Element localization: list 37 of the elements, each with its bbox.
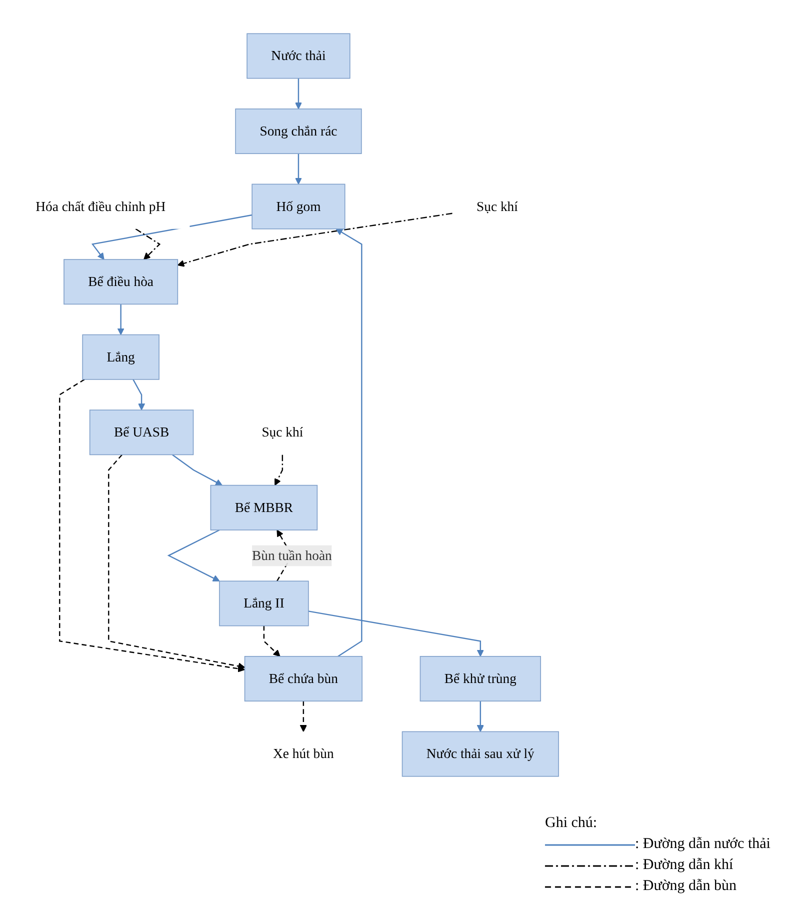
node-box: Bể khử trùng — [420, 656, 541, 702]
node-box: Song chắn rác — [235, 108, 362, 154]
arrow — [59, 378, 246, 672]
node-box: Hố gom — [252, 184, 346, 230]
node-box: Nước thải sau xử lý — [402, 731, 559, 777]
arrow — [336, 228, 362, 657]
node-box: Bể UASB — [89, 410, 194, 456]
legend-label: : Đường dẫn nước thải — [635, 836, 770, 853]
node-box: Lắng II — [219, 580, 309, 626]
arrow — [177, 212, 452, 267]
arrow — [294, 78, 302, 110]
node-text: Sục khí — [262, 424, 304, 440]
node-text: Sục khí — [476, 198, 518, 214]
legend-label: : Đường dẫn khí — [635, 857, 734, 874]
arrow — [300, 701, 307, 732]
arrow — [167, 529, 220, 582]
node-box: Bể điều hòa — [64, 259, 178, 305]
node-box: Bể chứa bùn — [244, 656, 362, 702]
arrow — [172, 454, 222, 486]
arrow — [308, 610, 484, 657]
arrow — [117, 304, 124, 336]
arrow — [108, 454, 246, 670]
arrow — [476, 701, 484, 732]
node-box: Lắng — [82, 334, 160, 380]
node-text: Xe hút bùn — [273, 746, 334, 762]
arrow — [263, 626, 280, 657]
arrow — [274, 454, 284, 486]
edge-label: Bùn tuần hoàn — [252, 548, 332, 563]
arrow — [135, 228, 161, 260]
node-text: Hóa chất điều chỉnh pH — [36, 198, 166, 214]
node-box: Bể MBBR — [210, 484, 318, 530]
arrow — [294, 154, 302, 185]
legend-heading: Ghi chú: — [545, 815, 598, 832]
arrow — [132, 379, 146, 410]
legend-label: : Đường dẫn bùn — [635, 878, 736, 895]
arrow — [91, 214, 252, 260]
node-box: Nước thải — [246, 33, 350, 79]
